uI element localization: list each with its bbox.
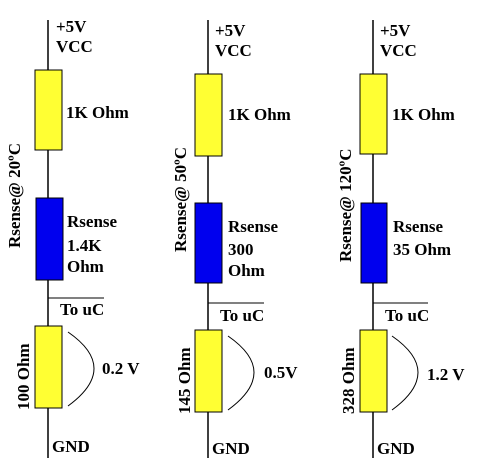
- circuit-3-sense-resistor: [360, 202, 388, 284]
- circuit-2-bottom-resistor-label: 145 Ohm: [175, 347, 194, 414]
- circuit-2-sense-value-line-1: 300: [228, 240, 254, 259]
- circuit-1-sense-resistor: [35, 197, 64, 281]
- circuit-1-rail-label: VCC: [56, 37, 93, 56]
- circuit-1-bottom-resistor: [34, 325, 63, 409]
- circuit-3-condition-label: Rsense@ 120ºC: [336, 148, 355, 262]
- circuit-2-voltage-label: 0.5V: [264, 363, 298, 382]
- circuit-1-sense-label: Rsense: [67, 212, 118, 231]
- circuit-1-supply-label: +5V: [56, 17, 87, 36]
- circuit-2-ground-label: GND: [212, 439, 250, 458]
- circuit-3-supply-label: +5V: [380, 21, 411, 40]
- circuit-3-rail-label: VCC: [380, 41, 417, 60]
- circuit-3-tap-label: To uC: [385, 306, 429, 325]
- circuit-1-voltage-bracket: [67, 331, 95, 407]
- circuit-1-sense-value-line-2: Ohm: [67, 257, 104, 276]
- circuit-2-supply-label: +5V: [215, 21, 246, 40]
- circuit-2-voltage-bracket: [227, 335, 255, 411]
- circuit-2-sense-value-line-2: Ohm: [228, 261, 265, 280]
- circuit-1-bottom-resistor-label: 100 Ohm: [14, 343, 33, 410]
- circuit-3-voltage-label: 1.2 V: [427, 365, 465, 384]
- circuit-3-bottom-resistor-label: 328 Ohm: [339, 347, 358, 414]
- circuit-3-top-resistor: [359, 73, 388, 155]
- circuit-3-voltage-bracket: [391, 335, 419, 411]
- circuit-2-sense-resistor: [194, 202, 223, 284]
- circuit-1-voltage-label: 0.2 V: [102, 359, 140, 378]
- circuit-1-ground-label: GND: [52, 437, 90, 456]
- circuit-3-ground-label: GND: [377, 439, 415, 458]
- circuit-2-rail-label: VCC: [215, 41, 252, 60]
- circuit-1-sense-value-line-1: 1.4K: [67, 236, 102, 255]
- circuit-3-sense-value-line-1: 35 Ohm: [393, 240, 451, 259]
- circuit-2-sense-label: Rsense: [228, 217, 279, 236]
- circuit-3: +5V VCC 1K Ohm Rsense 35 Ohm Rsense@ 120…: [336, 20, 465, 458]
- circuit-2-top-resistor-label: 1K Ohm: [228, 105, 291, 124]
- circuit-1-tap-label: To uC: [60, 300, 104, 319]
- circuit-3-top-resistor-label: 1K Ohm: [392, 105, 455, 124]
- circuit-2-top-resistor: [194, 73, 223, 157]
- circuit-2-bottom-resistor: [194, 329, 223, 413]
- circuit-2: +5V VCC 1K Ohm Rsense 300 Ohm Rsense@ 50…: [171, 20, 298, 458]
- circuit-3-sense-label: Rsense: [393, 217, 444, 236]
- circuit-1-top-resistor: [34, 69, 63, 151]
- circuit-3-bottom-resistor: [359, 329, 388, 413]
- circuit-1: +5V VCC 1K Ohm Rsense 1.4K Ohm Rsense@ 2…: [5, 17, 140, 458]
- circuit-1-top-resistor-label: 1K Ohm: [66, 103, 129, 122]
- circuit-2-tap-label: To uC: [220, 306, 264, 325]
- circuit-2-condition-label: Rsense@ 50ºC: [171, 147, 190, 252]
- circuit-1-condition-label: Rsense@ 20ºC: [5, 143, 24, 248]
